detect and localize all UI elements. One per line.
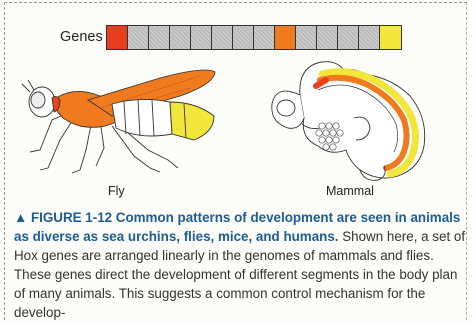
fly-leg: [40, 118, 74, 170]
mammal-embryo: [272, 62, 425, 181]
fly-leg: [72, 120, 92, 173]
fly-abdomen-tip: [170, 102, 214, 140]
fly-eye: [31, 92, 45, 108]
organism-illustrations: [0, 0, 473, 200]
fly-label: Fly: [108, 184, 125, 198]
fly-abdomen: [112, 99, 172, 136]
fly-antenna: [22, 80, 34, 92]
figure-caption: ▲ FIGURE 1-12 Common patterns of develop…: [14, 208, 466, 322]
embryo-eye: [277, 100, 295, 116]
fly-drawing: [22, 70, 215, 173]
mammal-label: Mammal: [326, 184, 374, 198]
